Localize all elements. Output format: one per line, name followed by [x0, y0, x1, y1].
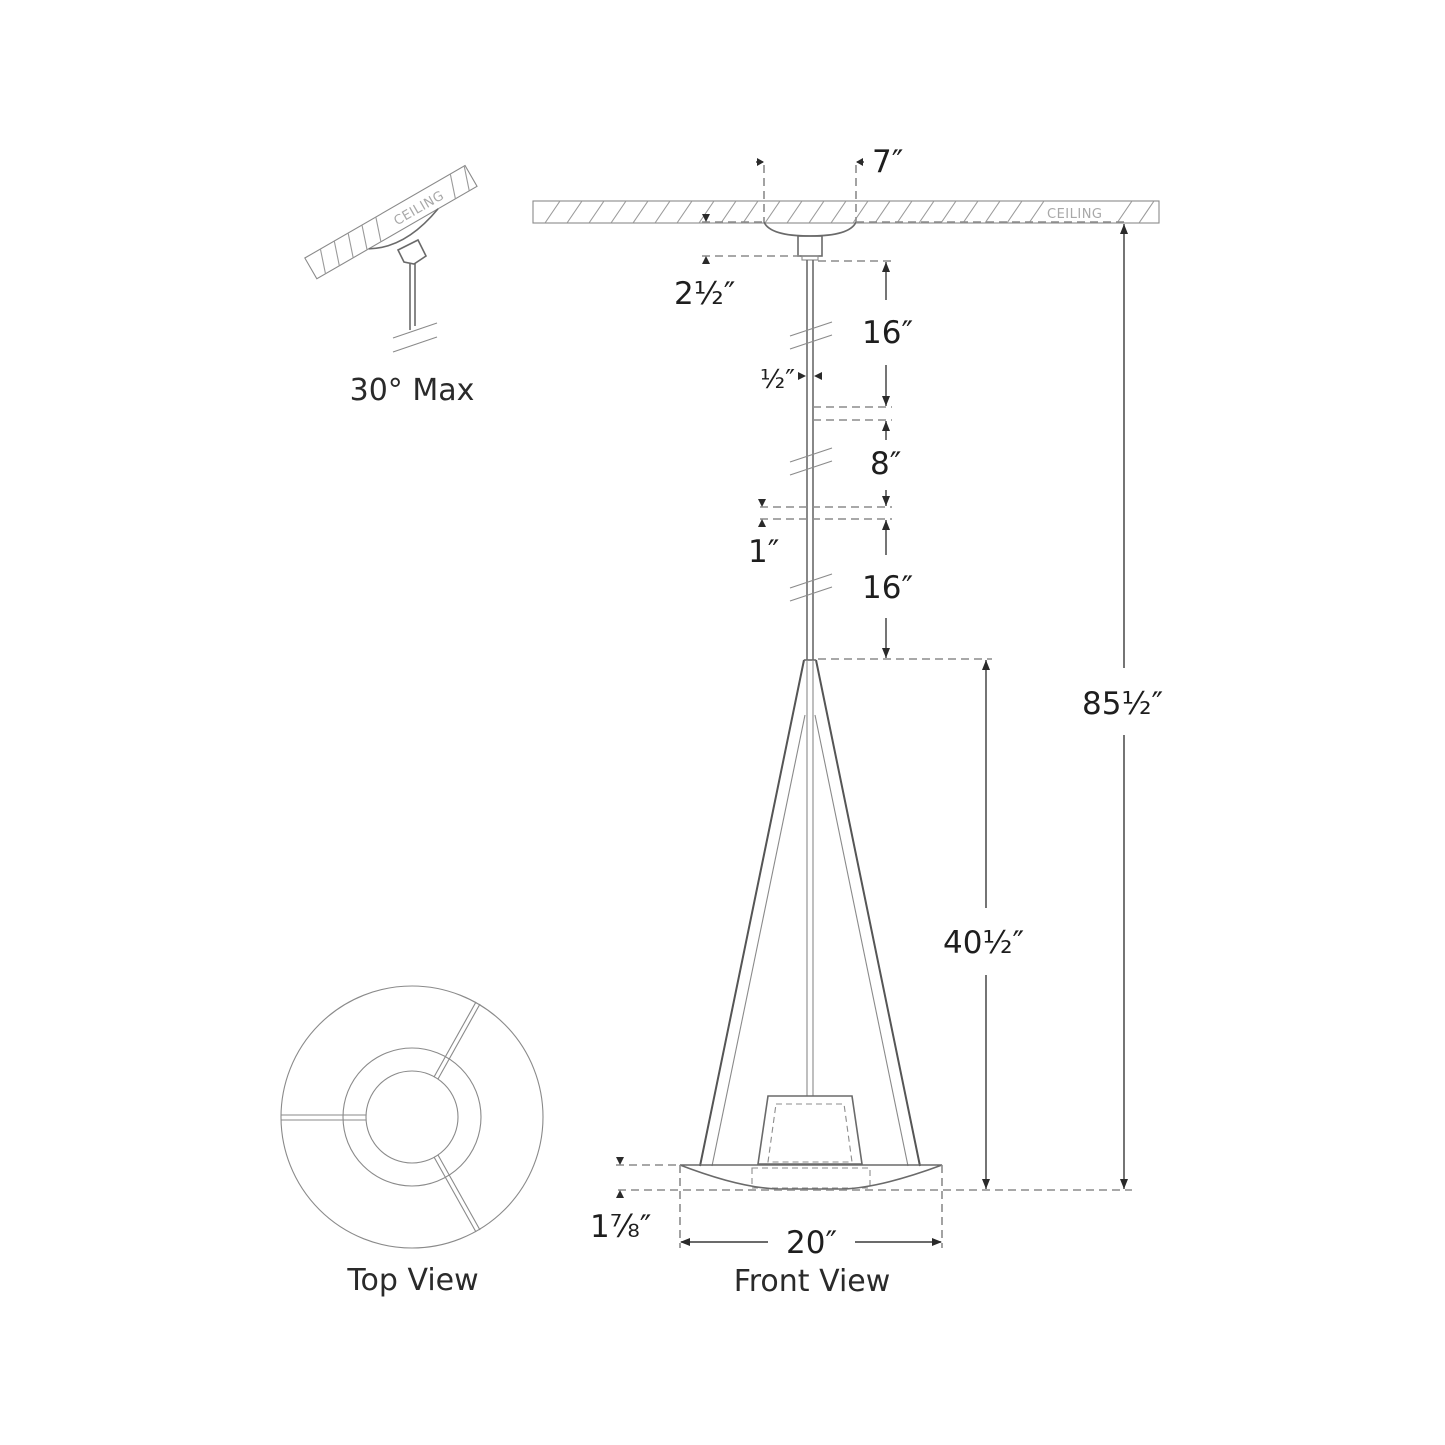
slope-view: CEILING 30° Max	[304, 164, 478, 408]
dim-stem-3: 16″	[862, 520, 913, 658]
label-canopy-height: 2½″	[674, 276, 735, 312]
label-stem-2: 8″	[870, 446, 901, 482]
label-canopy-width: 7″	[872, 144, 903, 180]
dim-fixture-height: 40½″	[818, 658, 1024, 1189]
label-shade-depth: 1⅞″	[590, 1209, 651, 1245]
canopy-neck	[797, 235, 823, 257]
ceiling-slab: CEILING	[532, 200, 1160, 224]
stem	[789, 260, 833, 660]
canopy	[763, 221, 857, 237]
light-housing	[751, 1095, 871, 1189]
sloped-ceiling: CEILING	[304, 164, 478, 280]
dim-coupler: 1″	[748, 499, 892, 570]
label-stem-1: 16″	[862, 315, 913, 351]
front-view: CEILING	[532, 144, 1163, 1299]
dim-canopy-height: 2½″	[674, 214, 800, 312]
top-view: Top View	[280, 985, 544, 1298]
label-stem-3: 16″	[862, 570, 913, 606]
dim-stem-diameter: ½″	[760, 365, 822, 395]
dim-stem-1: 16″	[813, 260, 913, 408]
label-coupler: 1″	[748, 534, 779, 570]
shade-dish	[679, 1164, 943, 1190]
top-view-caption: Top View	[346, 1263, 478, 1298]
label-fixture-height: 40½″	[943, 925, 1024, 961]
fixture-frame	[699, 659, 921, 1167]
slope-canopy-cup	[396, 238, 428, 265]
label-overall-height: 85½″	[1082, 686, 1163, 722]
dim-shade-depth: 1⅞″	[590, 1157, 680, 1245]
label-stem-diameter: ½″	[760, 365, 795, 395]
dim-canopy-width: 7″	[756, 144, 903, 222]
front-view-caption: Front View	[734, 1264, 891, 1299]
slope-view-caption: 30° Max	[350, 373, 475, 408]
label-shade-width: 20″	[786, 1225, 837, 1261]
dim-shade-width: 20″	[679, 1165, 943, 1261]
dim-overall-height: 85½″	[618, 221, 1163, 1191]
dim-stem-2: 8″	[760, 419, 901, 508]
front-ceiling-label: CEILING	[1047, 207, 1103, 222]
